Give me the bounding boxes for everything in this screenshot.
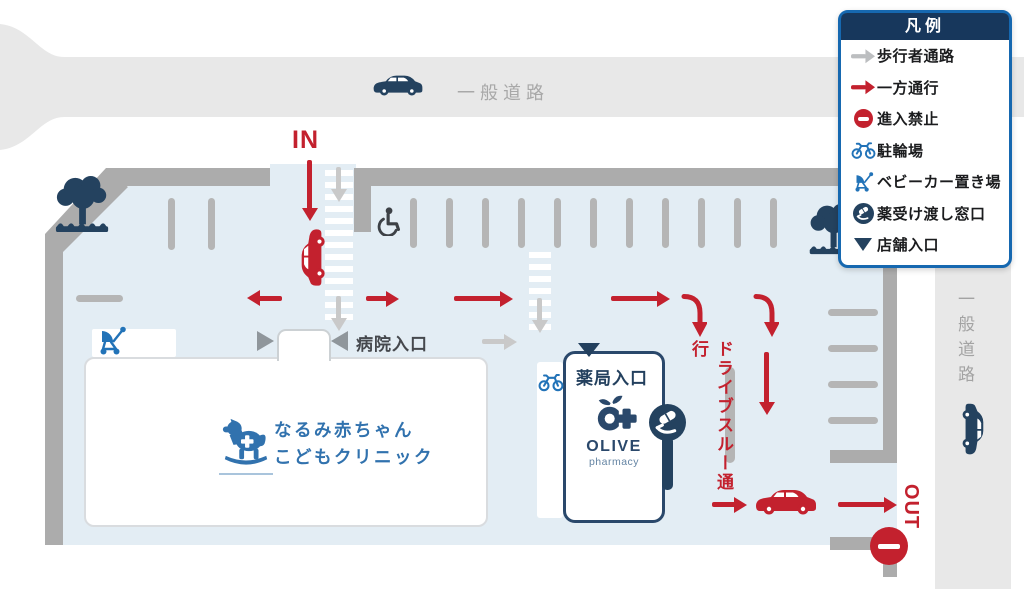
one-way-arrow-icon	[301, 160, 318, 221]
legend-row: 駐輪場	[841, 135, 1009, 167]
parking-stall-line	[76, 295, 123, 302]
store-entrance-icon	[257, 331, 274, 351]
crosswalk	[529, 252, 551, 332]
legend-label: 進入禁止	[877, 111, 940, 129]
pedestrian-arrow-icon	[531, 298, 548, 333]
entering-car-icon	[280, 224, 344, 290]
one-way-arrow-icon	[758, 352, 775, 415]
one-way-curve-arrow-icon	[681, 292, 707, 338]
clinic-building: なるみ赤ちゃん こどもクリニック	[84, 357, 488, 527]
no-entry-icon	[849, 107, 877, 131]
pedestrian-arrow-icon	[330, 296, 347, 331]
clinic-name-line2: こどもクリニック	[274, 447, 434, 468]
parking-stall-line	[590, 198, 597, 248]
tree-icon	[54, 172, 112, 236]
store-entrance-icon	[331, 331, 348, 351]
one-way-curve-arrow-icon	[753, 292, 779, 338]
parking-stall-line	[828, 309, 878, 316]
store-entrance-icon	[578, 343, 600, 357]
pedestrian-arrow-icon	[849, 44, 877, 68]
one-way-arrow-icon	[838, 496, 897, 513]
out-label: OUT	[900, 483, 923, 529]
olive-pharmacy-logo-icon	[592, 394, 642, 436]
one-way-arrow-icon	[258, 296, 282, 301]
parking-stall-line	[554, 198, 561, 248]
one-way-arrow-icon	[712, 496, 747, 513]
pedestrian-arrow-icon	[330, 167, 347, 202]
in-label: IN	[292, 126, 319, 154]
drive-through-label: ドライブスルー通行	[689, 340, 733, 492]
wheelchair-icon	[376, 206, 404, 236]
bicycle-icon	[538, 370, 564, 394]
parking-stall-line	[734, 198, 741, 248]
legend-label: 駐輪場	[877, 142, 924, 160]
clinic-logo-horse-icon	[220, 412, 272, 470]
legend-row: 一方通行	[841, 72, 1009, 104]
legend-row: 薬受け渡し窓口	[841, 198, 1009, 230]
legend-label: ベビーカー置き場	[877, 174, 1002, 192]
hospital-entrance-label: 病院入口	[356, 335, 428, 354]
clinic-name-line1: なるみ赤ちゃん	[274, 420, 414, 440]
parking-stall-line	[698, 198, 705, 248]
legend-label: 一方通行	[877, 79, 940, 97]
legend-row: 店舗入口	[841, 229, 1009, 261]
parking-stall-line	[518, 198, 525, 248]
parking-stall-line	[662, 198, 669, 248]
medicine-window-icon	[649, 404, 686, 441]
legend-row: 歩行者通路	[841, 40, 1009, 72]
parking-stall-line	[828, 345, 878, 352]
parking-stall-line	[208, 198, 215, 250]
lane-divider-line	[725, 367, 735, 463]
exiting-car-icon	[754, 486, 818, 516]
legend-row: ベビーカー置き場	[841, 166, 1009, 198]
one-way-arrow-icon	[611, 290, 670, 307]
top-road	[0, 24, 1024, 150]
hospital-entrance-vestibule	[277, 329, 331, 361]
right-road-label: 一般道路	[955, 290, 974, 390]
legend-title: 凡例	[841, 13, 1009, 40]
parking-stall-line	[410, 198, 417, 248]
parking-stall-line	[626, 198, 633, 248]
parking-stall-line	[828, 417, 878, 424]
parking-stall-line	[828, 381, 878, 388]
one-way-arrow-icon	[454, 290, 513, 307]
legend-label: 薬受け渡し窓口	[877, 205, 986, 223]
bicycle-icon	[849, 138, 877, 162]
medicine-window-post	[662, 436, 673, 490]
parking-stall-line	[482, 198, 489, 248]
stroller-icon	[97, 325, 127, 355]
pedestrian-arrow-icon	[482, 333, 517, 350]
stroller-icon	[849, 170, 877, 194]
parking-stall-line	[446, 198, 453, 248]
clinic-logo-caption-line	[219, 473, 273, 475]
legend-panel: 凡例 歩行者通路 一方通行 進入禁止 駐輪場 ベビーカー置き場 薬受け渡し窓口	[838, 10, 1012, 268]
pharmacy-brand: OLIVE	[586, 438, 642, 455]
store-entrance-icon	[849, 233, 877, 257]
legend-label: 歩行者通路	[877, 48, 955, 66]
legend-label: 店舗入口	[877, 237, 940, 255]
pharmacy-entrance-label: 薬局入口	[576, 369, 648, 388]
medicine-window-icon	[849, 201, 877, 225]
one-way-arrow-icon	[366, 290, 399, 307]
legend-row: 進入禁止	[841, 103, 1009, 135]
pharmacy-brand-sub: pharmacy	[588, 456, 640, 468]
parking-stall-line	[770, 198, 777, 248]
top-road-label: 一般道路	[457, 83, 549, 103]
parking-stall-line	[168, 198, 175, 250]
no-entry-icon	[870, 527, 908, 565]
one-way-arrow-icon	[849, 75, 877, 99]
